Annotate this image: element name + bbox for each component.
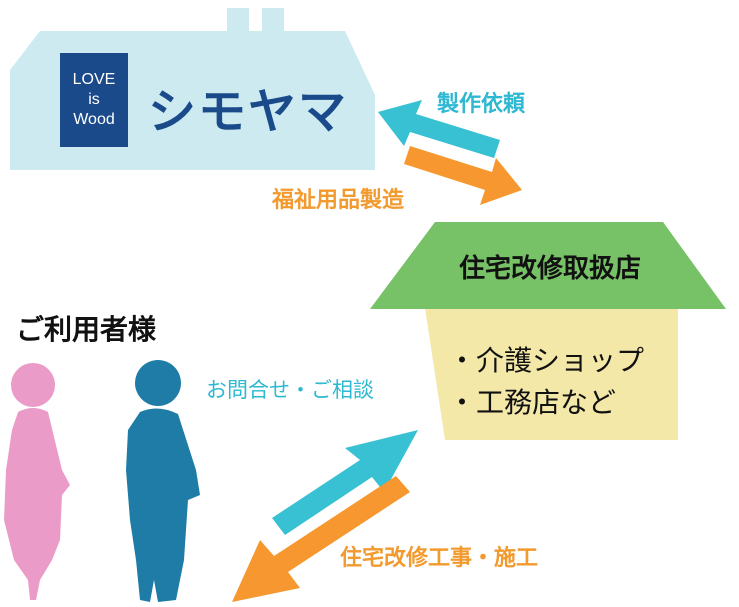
shop-item-builder: ・工務店など [448, 386, 617, 419]
arrow-construction-icon [232, 476, 410, 602]
label-request: 製作依頼 [437, 92, 526, 117]
person-blue-icon [126, 360, 200, 602]
chimney-left [227, 8, 249, 32]
shop-roof [370, 222, 726, 309]
label-manufacture: 福祉用品製造 [272, 188, 405, 213]
company-name: シモヤマ [148, 84, 349, 140]
users-title: ご利用者様 [16, 313, 157, 346]
shop-title: 住宅改修取扱店 [458, 254, 641, 284]
arrow-request-icon [378, 100, 500, 158]
arrow-consult-icon [272, 430, 418, 535]
label-consult: お問合せ・ご相談 [206, 378, 374, 402]
shop-item-care: ・介護ショップ [448, 344, 645, 377]
shop-list: ・介護ショップ ・工務店など [448, 340, 644, 424]
label-construction: 住宅改修工事・施工 [340, 546, 539, 571]
company-logo: LOVE is Wood [60, 53, 128, 147]
logo-line-wood: Wood [73, 111, 115, 128]
person-pink-icon [4, 363, 70, 600]
arrow-manufacture-icon [404, 146, 522, 205]
chimney-right [262, 8, 284, 32]
shop-body [425, 308, 678, 440]
logo-line-is: is [88, 91, 100, 108]
logo-line-love: LOVE [72, 71, 116, 88]
